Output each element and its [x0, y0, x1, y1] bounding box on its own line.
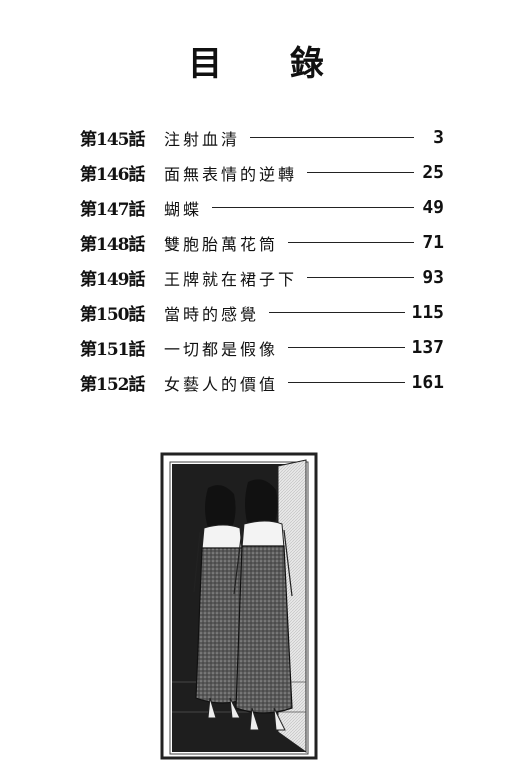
chapter-number: 第149話 [80, 270, 146, 290]
chapter-number: 第150話 [80, 305, 146, 325]
chapter-title: 蝴蝶 [164, 199, 203, 219]
leader-line [307, 277, 414, 278]
page-number: 25 [422, 162, 444, 183]
chapter-title: 面無表情的逆轉 [164, 164, 298, 184]
page-number: 49 [422, 197, 444, 218]
toc-entry[interactable]: 第147話 蝴蝶 49 [80, 190, 444, 225]
chapter-number: 第148話 [80, 235, 146, 255]
toc-entry[interactable]: 第151話 一切都是假像 137 [80, 330, 444, 365]
toc-entry[interactable]: 第145話 注射血清 3 [80, 120, 444, 155]
page-number: 161 [411, 372, 444, 393]
toc-entry[interactable]: 第152話 女藝人的價值 161 [80, 365, 444, 400]
toc-entry[interactable]: 第150話 當時的感覺 115 [80, 295, 444, 330]
chapter-number: 第146話 [80, 165, 146, 185]
leader-line [250, 137, 414, 138]
toc-entry[interactable]: 第146話 面無表情的逆轉 25 [80, 155, 444, 190]
chapter-title: 當時的感覺 [164, 304, 260, 324]
toc-entry[interactable]: 第149話 王牌就在裙子下 93 [80, 260, 444, 295]
chapter-title: 一切都是假像 [164, 339, 279, 359]
leader-line [212, 207, 414, 208]
page-number: 137 [411, 337, 444, 358]
toc-entry[interactable]: 第148話 雙胞胎萬花筒 71 [80, 225, 444, 260]
leader-line [288, 347, 406, 348]
page-number: 93 [422, 267, 444, 288]
doorway-illustration [160, 452, 318, 760]
woman-left [193, 485, 251, 719]
leader-line [269, 312, 406, 313]
woman-right [233, 479, 293, 731]
page-number: 71 [422, 232, 444, 253]
table-of-contents: 第145話 注射血清 3 第146話 面無表情的逆轉 25 第147話 蝴蝶 4… [80, 120, 444, 400]
chapter-title: 王牌就在裙子下 [164, 269, 298, 289]
chapter-number: 第151話 [80, 340, 146, 360]
chapter-title: 女藝人的價值 [164, 374, 279, 394]
page-number: 3 [433, 127, 444, 148]
leader-line [288, 242, 414, 243]
leader-line [288, 382, 406, 383]
chapter-number: 第147話 [80, 200, 146, 220]
page-number: 115 [411, 302, 444, 323]
chapter-title: 注射血清 [164, 129, 241, 149]
chapter-number: 第145話 [80, 130, 146, 150]
page-title: 目 錄 [188, 44, 352, 84]
leader-line [307, 172, 414, 173]
chapter-number: 第152話 [80, 375, 146, 395]
chapter-title: 雙胞胎萬花筒 [164, 234, 279, 254]
